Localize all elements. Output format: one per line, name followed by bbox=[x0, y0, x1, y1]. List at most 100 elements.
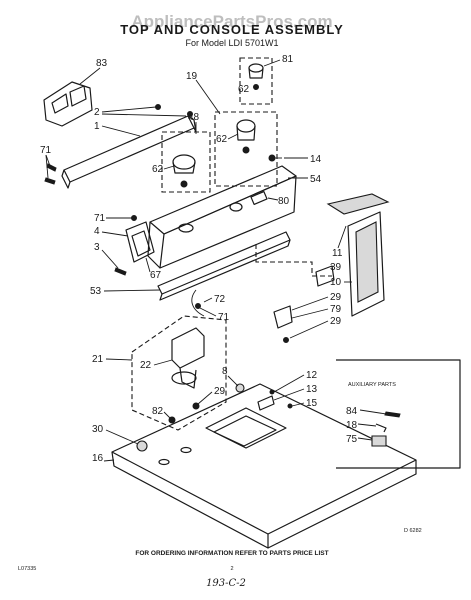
svg-text:79: 79 bbox=[330, 304, 342, 315]
callout-71-lower: 71 bbox=[199, 307, 230, 323]
callout-71-left: 71 bbox=[40, 145, 52, 179]
callout-1: 1 bbox=[94, 121, 141, 137]
svg-text:13: 13 bbox=[306, 384, 318, 395]
svg-text:12: 12 bbox=[306, 370, 318, 381]
svg-text:1: 1 bbox=[94, 121, 100, 132]
part-62-knob-top bbox=[248, 63, 264, 90]
svg-text:39: 39 bbox=[330, 262, 342, 273]
callout-67: 67 bbox=[145, 257, 162, 281]
svg-text:29: 29 bbox=[330, 316, 342, 327]
svg-text:62: 62 bbox=[238, 84, 250, 95]
svg-text:84: 84 bbox=[346, 406, 358, 417]
part-16-top-panel bbox=[111, 383, 417, 549]
part-72-wire bbox=[191, 289, 205, 317]
svg-text:62: 62 bbox=[152, 164, 164, 175]
part-21-motor-box bbox=[131, 315, 227, 431]
svg-text:19: 19 bbox=[186, 71, 198, 82]
callout-30: 30 bbox=[92, 424, 139, 445]
callout-72: 72 bbox=[203, 294, 226, 305]
svg-text:80: 80 bbox=[278, 196, 290, 207]
svg-text:2: 2 bbox=[94, 107, 100, 118]
diagram-title: TOP AND CONSOLE ASSEMBLY bbox=[120, 22, 344, 37]
part-62-timer-knob bbox=[236, 119, 256, 154]
svg-text:71: 71 bbox=[40, 145, 52, 156]
svg-text:71: 71 bbox=[218, 312, 230, 323]
svg-text:14: 14 bbox=[310, 154, 322, 165]
part-79-clip bbox=[273, 305, 293, 343]
svg-text:54: 54 bbox=[310, 174, 322, 185]
callout-71-mid: 71 bbox=[94, 213, 132, 224]
part-53-lower-rail bbox=[157, 231, 291, 301]
part-62-selector-knob bbox=[172, 154, 196, 188]
model-line: For Model LDI 5701W1 bbox=[185, 38, 278, 48]
part-81-knob-box bbox=[239, 57, 273, 105]
svg-text:30: 30 bbox=[92, 424, 104, 435]
callout-82: 82 bbox=[152, 406, 171, 419]
part-14-screw bbox=[268, 154, 282, 162]
svg-text:10: 10 bbox=[330, 277, 342, 288]
diagram-code: D 6282 bbox=[404, 528, 422, 534]
callout-4: 4 bbox=[94, 226, 129, 237]
callout-29-c: 29 bbox=[197, 386, 226, 405]
svg-text:4: 4 bbox=[94, 226, 100, 237]
part-4-side-bracket bbox=[125, 221, 155, 263]
svg-text:48: 48 bbox=[188, 112, 200, 123]
callout-81: 81 bbox=[263, 54, 294, 67]
callout-62-mid: 62 bbox=[216, 133, 239, 145]
svg-text:8: 8 bbox=[222, 366, 228, 377]
callout-62-left: 62 bbox=[152, 164, 175, 175]
part-10-side-panel bbox=[347, 211, 385, 317]
callout-83: 83 bbox=[79, 58, 108, 85]
callout-54: 54 bbox=[288, 174, 322, 185]
svg-text:22: 22 bbox=[140, 360, 152, 371]
part-19-timer-box bbox=[214, 111, 278, 187]
part-39-switch bbox=[315, 265, 335, 287]
svg-text:29: 29 bbox=[330, 292, 342, 303]
callout-22: 22 bbox=[140, 359, 173, 371]
part-48-selector-box bbox=[161, 131, 211, 193]
svg-text:18: 18 bbox=[346, 420, 358, 431]
svg-text:16: 16 bbox=[92, 453, 104, 464]
wiring-leader bbox=[255, 244, 332, 277]
svg-text:15: 15 bbox=[306, 398, 318, 409]
part-71-screw-mid bbox=[131, 215, 137, 221]
handwritten-note: 193-C-2 bbox=[206, 578, 246, 589]
callout-79: 79 bbox=[291, 304, 342, 319]
callout-19: 19 bbox=[186, 71, 221, 115]
svg-text:67: 67 bbox=[150, 270, 162, 281]
callout-12: 12 bbox=[273, 370, 318, 393]
part-83-end-cap bbox=[43, 81, 93, 127]
auxiliary-heading: AUXILIARY PARTS bbox=[348, 382, 396, 388]
part-54-console-body bbox=[147, 165, 297, 269]
svg-text:21: 21 bbox=[92, 354, 104, 365]
part-30-bumper bbox=[136, 440, 148, 452]
auxiliary-parts-box: AUXILIARY PARTS 84 18 75 bbox=[336, 359, 461, 469]
callout-2: 2 bbox=[94, 106, 187, 118]
callout-39: 39 bbox=[330, 262, 342, 273]
callout-62-top: 62 bbox=[238, 84, 250, 95]
callout-80: 80 bbox=[267, 196, 290, 207]
watermark: AppliancePartsPros.com bbox=[131, 12, 332, 31]
page-number: 2 bbox=[230, 566, 233, 572]
svg-text:62: 62 bbox=[216, 134, 228, 145]
callout-10: 10 bbox=[330, 277, 352, 288]
callout-8: 8 bbox=[222, 366, 239, 387]
callout-15: 15 bbox=[291, 398, 318, 409]
callout-14: 14 bbox=[284, 154, 322, 165]
callout-13: 13 bbox=[273, 384, 318, 401]
callout-48: 48 bbox=[188, 112, 200, 134]
part-1-console-panel bbox=[61, 104, 197, 189]
part-11-side-cover bbox=[326, 193, 390, 215]
left-code: L07335 bbox=[18, 566, 36, 572]
part-3-screw bbox=[114, 267, 127, 276]
svg-text:81: 81 bbox=[282, 54, 294, 65]
svg-text:71: 71 bbox=[94, 213, 106, 224]
svg-text:29: 29 bbox=[214, 386, 226, 397]
part-82-clips bbox=[168, 402, 200, 424]
part-22-motor bbox=[171, 327, 205, 389]
svg-text:82: 82 bbox=[152, 406, 164, 417]
part-71-screw-lower bbox=[195, 303, 201, 309]
callout-16: 16 bbox=[92, 453, 115, 464]
part-12-13-15-hardware bbox=[257, 389, 293, 411]
callout-3: 3 bbox=[94, 242, 119, 269]
